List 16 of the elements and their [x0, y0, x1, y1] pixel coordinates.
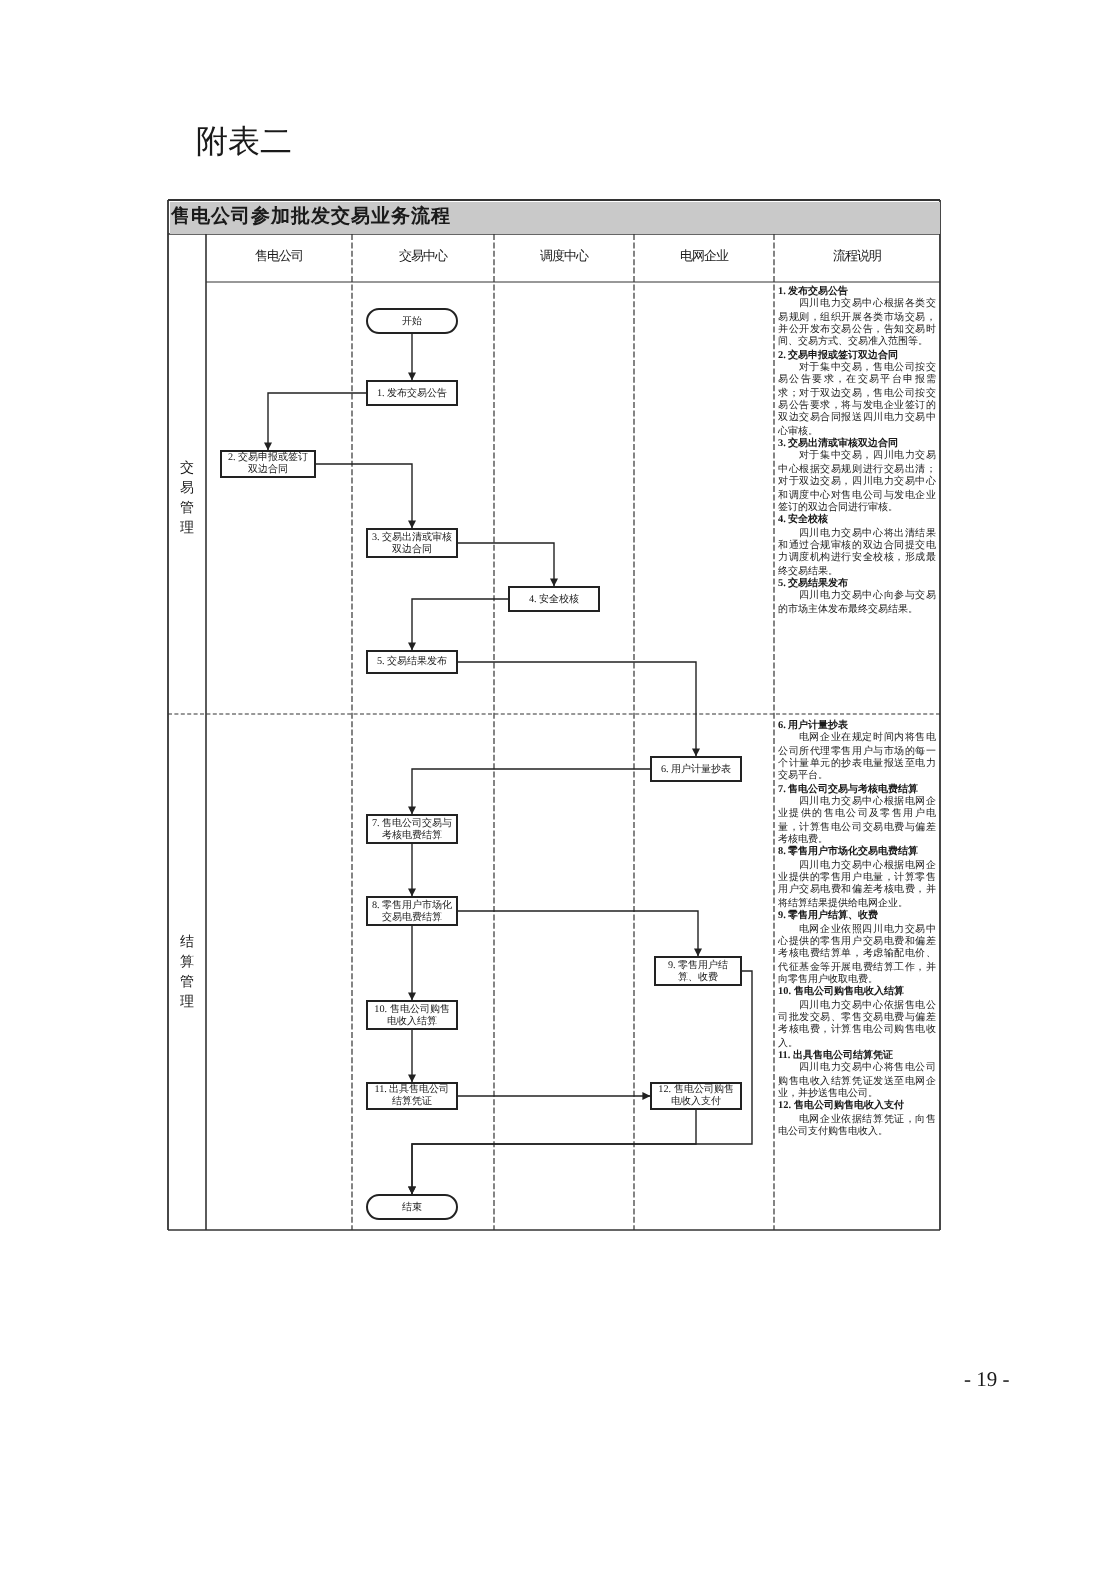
arrow: [457, 542, 558, 587]
arrow: [264, 392, 367, 451]
arrow: [408, 843, 416, 897]
arrow: [408, 768, 651, 815]
arrow: [315, 463, 416, 529]
arrow: [457, 910, 702, 957]
arrow: [457, 1092, 651, 1100]
arrow: [408, 598, 509, 651]
title-band: 售电公司参加批发交易业务流程: [169, 201, 939, 233]
arrow: [408, 970, 753, 1195]
arrow: [408, 333, 416, 381]
page-heading: 附表二: [196, 124, 292, 164]
page-number: - 19 -: [964, 1368, 1010, 1396]
arrow: [408, 925, 416, 1001]
arrow: [457, 661, 700, 757]
arrow: [408, 1029, 416, 1083]
